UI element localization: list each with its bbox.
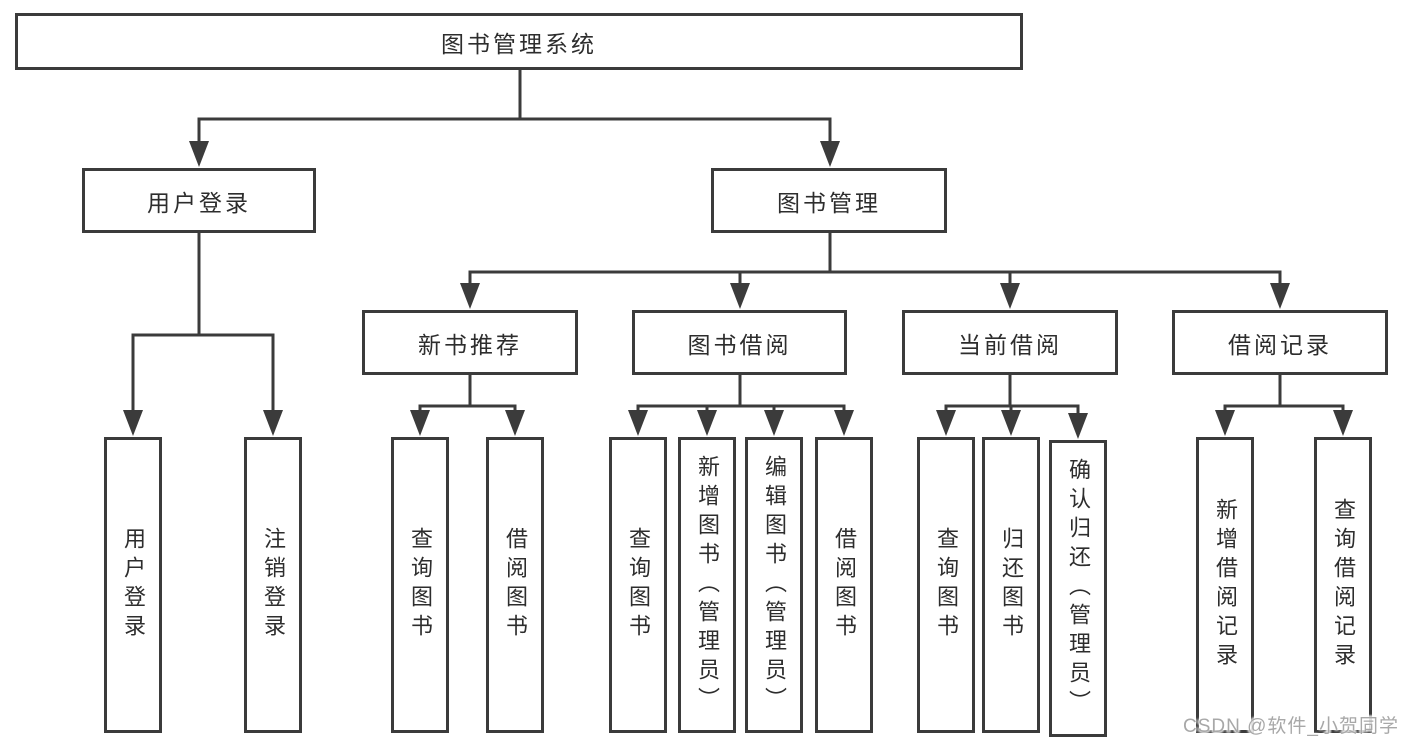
leaf-logout: 注销登录 [244, 437, 302, 733]
csdn-watermark: CSDN @软件_小贺同学 [1183, 716, 1399, 737]
leaf-query-borrow-record: 查询借阅记录 [1314, 437, 1372, 733]
node-label: 当前借阅 [958, 331, 1062, 358]
node-borrowing-records: 借阅记录 [1172, 310, 1388, 375]
node-label: 新增图书（管理员） [695, 454, 720, 716]
leaf-add-book-admin: 新增图书（管理员） [678, 437, 736, 733]
leaf-current-query-books: 查询图书 [917, 437, 975, 733]
node-label: 借阅记录 [1228, 331, 1332, 358]
node-user-login: 用户登录 [82, 168, 316, 233]
node-label: 图书借阅 [687, 331, 792, 358]
node-label: 查询借阅记录 [1331, 498, 1356, 672]
node-label: 确认归还（管理员） [1066, 458, 1091, 719]
node-label: 查询图书 [626, 527, 651, 643]
node-label: 归还图书 [999, 527, 1024, 643]
node-label: 用户登录 [147, 189, 251, 216]
leaf-recommend-query-books: 查询图书 [391, 437, 449, 733]
node-new-book-recommendation: 新书推荐 [362, 310, 578, 375]
leaf-edit-book-admin: 编辑图书（管理员） [745, 437, 803, 733]
leaf-user-login: 用户登录 [104, 437, 162, 733]
leaf-borrowing-query-books: 查询图书 [609, 437, 667, 733]
node-label: 图书管理 [777, 189, 881, 216]
node-label: 借阅图书 [832, 527, 857, 643]
node-label: 用户登录 [121, 527, 146, 643]
node-label: 借阅图书 [503, 527, 528, 643]
node-root: 图书管理系统 [15, 13, 1023, 70]
node-label: 查询图书 [408, 527, 433, 643]
node-book-borrowing: 图书借阅 [632, 310, 847, 375]
node-label: 新增借阅记录 [1213, 498, 1238, 672]
leaf-borrowing-borrow-books: 借阅图书 [815, 437, 873, 733]
node-label: 查询图书 [934, 527, 959, 643]
node-label: 编辑图书（管理员） [762, 454, 787, 716]
node-label: 新书推荐 [418, 331, 522, 358]
node-current-borrowing: 当前借阅 [902, 310, 1118, 375]
leaf-return-books: 归还图书 [982, 437, 1040, 733]
node-book-management: 图书管理 [711, 168, 947, 233]
leaf-recommend-borrow-books: 借阅图书 [486, 437, 544, 733]
node-label: 注销登录 [261, 527, 286, 643]
leaf-confirm-return-admin: 确认归还（管理员） [1049, 440, 1107, 737]
leaf-add-borrow-record: 新增借阅记录 [1196, 437, 1254, 733]
node-label: 图书管理系统 [441, 30, 597, 57]
